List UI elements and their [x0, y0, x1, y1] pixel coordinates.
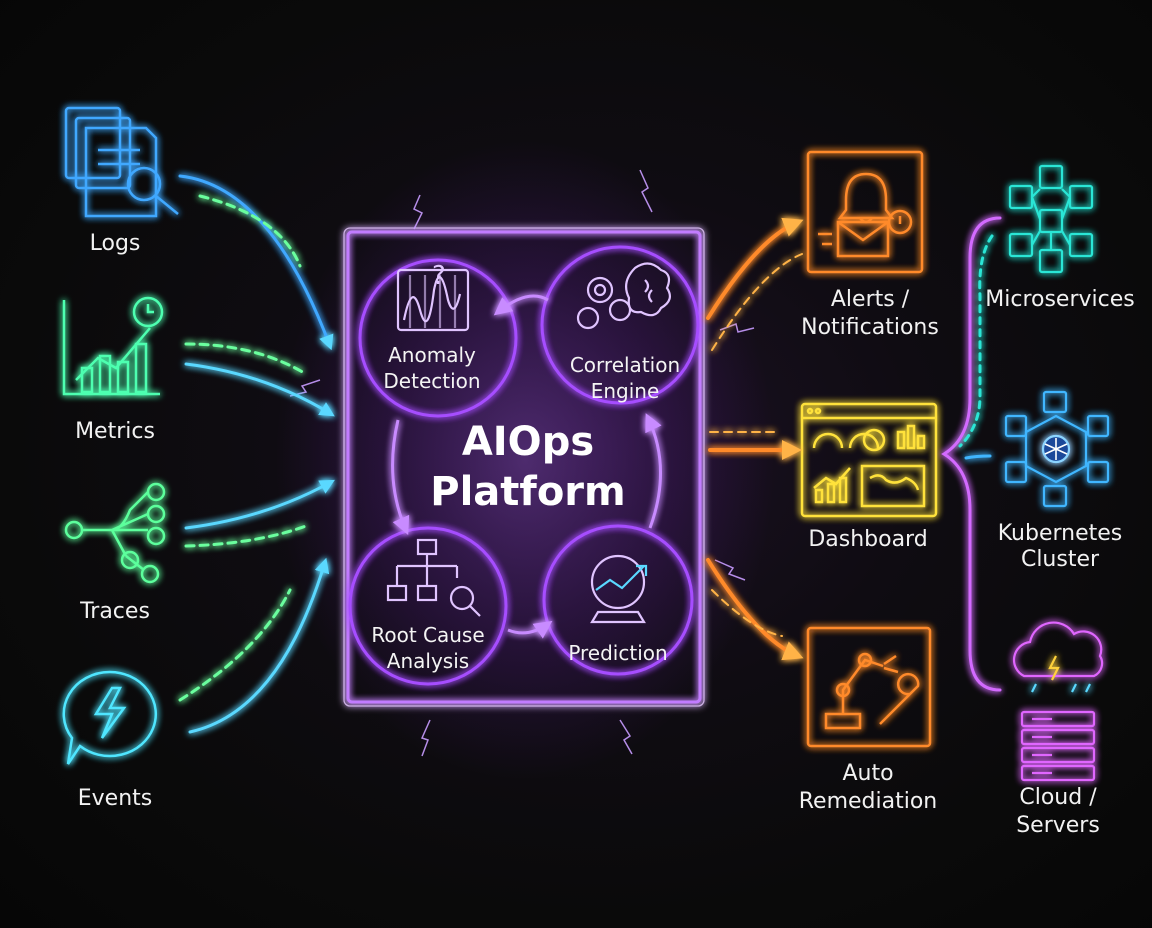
platform-title-line1: AIOps — [462, 419, 594, 465]
input-traces-label: Traces — [79, 599, 150, 624]
input-events-label: Events — [78, 786, 153, 811]
input-traces: Traces — [64, 482, 166, 624]
dashboard-window-icon — [800, 402, 938, 518]
infra-kubernetes: Kubernetes Cluster — [998, 390, 1123, 572]
log-files-search-icon — [64, 106, 179, 218]
module-root-cause-analysis: Root Cause Analysis — [348, 526, 508, 686]
hierarchy-search-icon — [386, 538, 481, 617]
infra-cloud-line2: Servers — [1016, 813, 1100, 838]
module-anomaly-line2: Detection — [383, 369, 480, 393]
module-correlation-engine: Correlation Engine — [540, 245, 700, 405]
svg-text:?: ? — [432, 261, 446, 291]
infra-kubernetes-line2: Cluster — [1021, 547, 1100, 572]
robot-arm-wrench-icon — [806, 626, 932, 748]
output-remediation-line1: Auto — [842, 761, 893, 786]
output-flow-arrows — [706, 217, 804, 661]
aiops-platform-box — [343, 227, 705, 707]
output-dashboard: Dashboard — [800, 402, 938, 552]
gears-brain-icon — [576, 262, 672, 330]
module-rca-line2: Analysis — [387, 649, 469, 673]
input-flow-arrows — [178, 174, 335, 734]
module-prediction: Prediction — [542, 524, 694, 676]
input-metrics: Metrics — [62, 296, 164, 444]
infra-kubernetes-line1: Kubernetes — [998, 521, 1123, 546]
crystal-ball-trend-icon — [590, 554, 648, 624]
lightning-bubble-icon — [62, 670, 158, 765]
module-correlation-line1: Correlation — [570, 353, 680, 377]
metrics-chart-clock-icon — [62, 296, 164, 396]
module-prediction-line1: Prediction — [568, 641, 667, 665]
module-anomaly-detection: ? Anomaly Detection — [358, 258, 518, 418]
spark-effects — [289, 169, 755, 757]
trace-tree-icon — [64, 482, 166, 584]
bell-envelope-icon — [806, 150, 924, 274]
output-dashboard-label: Dashboard — [808, 527, 927, 552]
infra-cloud-servers: Cloud / Servers — [1012, 621, 1104, 838]
input-events: Events — [62, 670, 158, 811]
output-remediation-line2: Remediation — [799, 789, 938, 814]
infra-brace — [941, 216, 1002, 692]
input-metrics-label: Metrics — [75, 419, 155, 444]
anomaly-chart-icon — [396, 268, 470, 332]
module-correlation-line2: Engine — [591, 379, 660, 403]
output-alerts: Alerts / Notifications — [801, 150, 939, 340]
infra-microservices-label: Microservices — [985, 287, 1134, 312]
kubernetes-hex-icon — [1004, 390, 1110, 508]
module-cycle-arrows — [391, 294, 662, 639]
output-alerts-line2: Notifications — [801, 315, 939, 340]
output-auto-remediation: Auto Remediation — [799, 626, 938, 814]
infra-microservices: Microservices — [985, 164, 1135, 312]
platform-title-line2: Platform — [430, 469, 625, 515]
input-logs: Logs — [64, 106, 179, 256]
cube-network-icon — [1008, 164, 1094, 274]
output-alerts-line1: Alerts / — [831, 287, 910, 312]
cloud-server-icon — [1012, 621, 1104, 782]
input-logs-label: Logs — [90, 231, 141, 256]
module-anomaly-line1: Anomaly — [388, 343, 476, 367]
infra-cloud-line1: Cloud / — [1019, 785, 1097, 810]
module-rca-line1: Root Cause — [371, 623, 484, 647]
